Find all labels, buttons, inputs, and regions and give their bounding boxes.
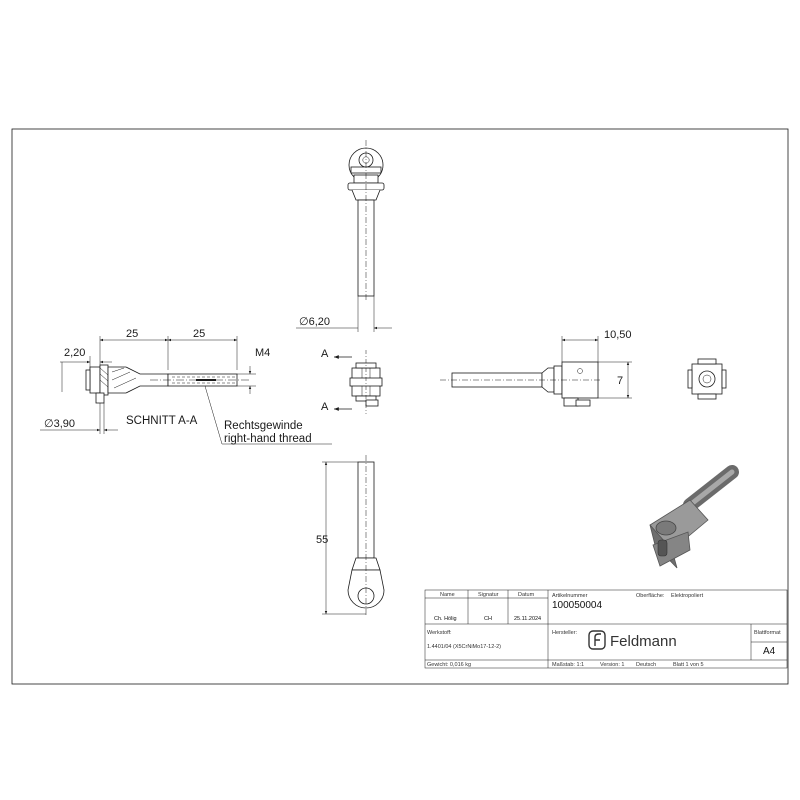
werkstoff-label: Werkstoff: <box>427 630 452 636</box>
section-label: SCHNITT A-A <box>126 415 198 427</box>
dimension-dia-3-90: ∅3,90 <box>44 418 75 430</box>
bottom-view: 55 <box>316 455 385 615</box>
front-view-section-marks: A A <box>321 348 383 414</box>
section-a-a-view: 25 25 2,20 M4 <box>40 328 332 445</box>
title-block: Name Signatur Datum Ch. Hölig CH 25.11.2… <box>424 589 788 669</box>
dimension-7: 7 <box>617 375 623 387</box>
blattformat-label: Blattformat <box>754 630 781 636</box>
signatur-value: CH <box>484 616 492 622</box>
blattformat-value: A4 <box>763 646 776 657</box>
drawing-frame <box>11 128 789 685</box>
gewicht: Gewicht: 0,016 kg <box>427 662 471 668</box>
dimension-10-50: 10,50 <box>604 329 632 341</box>
top-view: ∅6,20 <box>296 140 392 332</box>
section-marker-top: A <box>321 348 329 360</box>
dimension-25-left: 25 <box>126 328 138 340</box>
hersteller-label: Hersteller: <box>552 630 578 636</box>
col-datum-header: Datum <box>518 592 535 598</box>
section-marker-bottom: A <box>321 401 329 413</box>
thread-note-de: Rechtsgewinde <box>224 420 303 432</box>
blatt: Blatt 1 von 5 <box>673 662 704 668</box>
logo-text: Feldmann <box>610 633 677 650</box>
dimension-25-right: 25 <box>193 328 205 340</box>
artikelnummer-label: Artikelnummer <box>552 593 588 599</box>
name-value: Ch. Hölig <box>434 616 457 622</box>
feldmann-logo-icon <box>588 630 606 650</box>
artikelnummer-value: 100050004 <box>552 600 602 611</box>
sprache: Deutsch <box>636 662 656 668</box>
datum-value: 25.11.2024 <box>514 616 541 622</box>
end-view <box>687 358 727 400</box>
werkstoff-value: 1.4401/04 (X5CrNiMo17-12-2) <box>427 644 501 650</box>
massstab: Maßstab: 1:1 <box>552 662 584 668</box>
oberflaeche-value: Elektropoliert <box>671 593 704 599</box>
dimension-2-20: 2,20 <box>64 347 85 359</box>
col-signatur-header: Signatur <box>478 592 499 598</box>
side-view: 10,50 7 <box>440 329 632 407</box>
dimension-55: 55 <box>316 534 328 546</box>
thread-note-en: right-hand thread <box>224 433 312 445</box>
oberflaeche-label: Oberfläche: <box>636 593 665 599</box>
version: Version: 1 <box>600 662 624 668</box>
dimension-dia-6-20: ∅6,20 <box>299 316 330 328</box>
isometric-view <box>649 465 739 569</box>
dimension-m4: M4 <box>255 347 270 359</box>
col-name-header: Name <box>440 592 455 598</box>
